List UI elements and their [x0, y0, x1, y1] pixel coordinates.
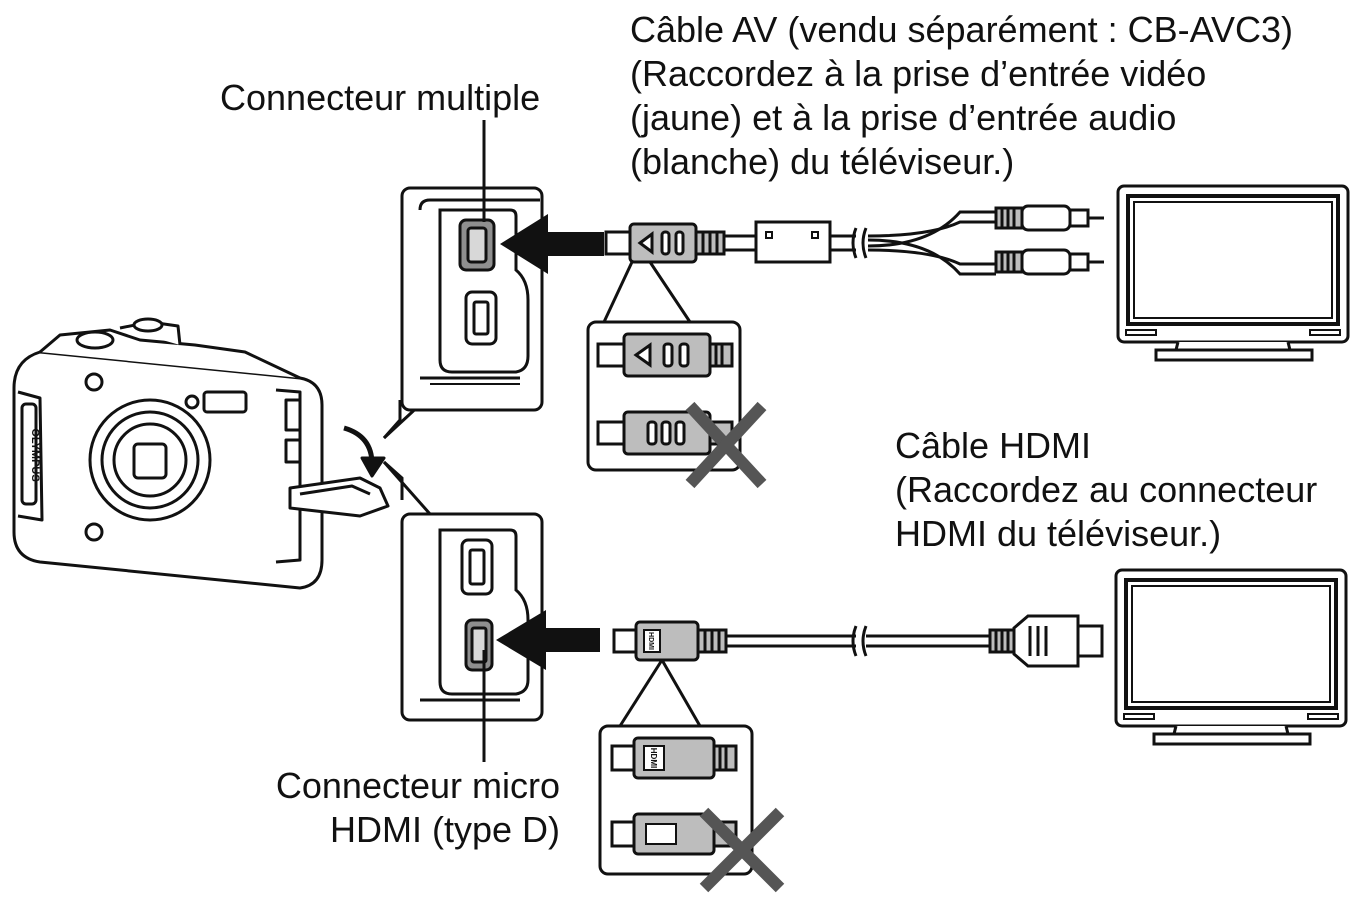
hdmi-plug-detail-box: [598, 724, 754, 876]
multi-connector-label: Connecteur multiple: [220, 77, 541, 118]
av-plug-detail-box: [586, 320, 742, 472]
av-cable-label-line-2: (Raccordez à la prise d’entrée vidéo: [630, 53, 1207, 94]
hdmi-plug-mark: HDMI: [647, 632, 654, 650]
av-cable-label-line-4: (blanche) du téléviseur.): [630, 141, 1015, 182]
hdmi-cable-label: Câble HDMI (Raccordez au connecteur HDMI…: [895, 424, 1317, 556]
av-plug-callout: [602, 261, 692, 323]
hdmi-cable-label-line-3: HDMI du téléviseur.): [895, 513, 1222, 554]
hdmi-plug-mark-detail: HDMI: [649, 748, 658, 768]
tv-av: [1116, 184, 1350, 362]
insert-arrow-multi: [500, 214, 604, 274]
hdmi-cable-label-line-2: (Raccordez au connecteur: [895, 469, 1318, 510]
camera-illustration: [12, 317, 390, 590]
wrong-hdmi-plug-cross-icon: [699, 807, 785, 893]
av-cable-label-line-3: (jaune) et à la prise d’entrée audio: [630, 97, 1177, 138]
hdmi-cable-label-line-1: Câble HDMI: [895, 425, 1092, 466]
insert-arrow-hdmi: [496, 610, 600, 670]
tv-hdmi: [1114, 568, 1348, 746]
av-cable: [604, 204, 1104, 276]
camera-brand-text: OLYMPUS: [29, 428, 41, 481]
av-cable-label-line-1: Câble AV (vendu séparément : CB-AVC3): [630, 9, 1293, 50]
micro-hdmi-label-line-1: Connecteur micro: [275, 765, 560, 806]
port-box-hdmi: [400, 512, 544, 722]
port-box-multi: [400, 186, 544, 412]
wrong-av-plug-cross-icon: [685, 401, 767, 489]
av-cable-label: Câble AV (vendu séparément : CB-AVC3) (R…: [630, 8, 1293, 184]
micro-hdmi-label: Connecteur micro HDMI (type D): [230, 764, 560, 852]
hdmi-plug-callout: [618, 659, 702, 727]
hdmi-cable: [612, 614, 1104, 668]
micro-hdmi-label-line-2: HDMI (type D): [329, 809, 560, 850]
